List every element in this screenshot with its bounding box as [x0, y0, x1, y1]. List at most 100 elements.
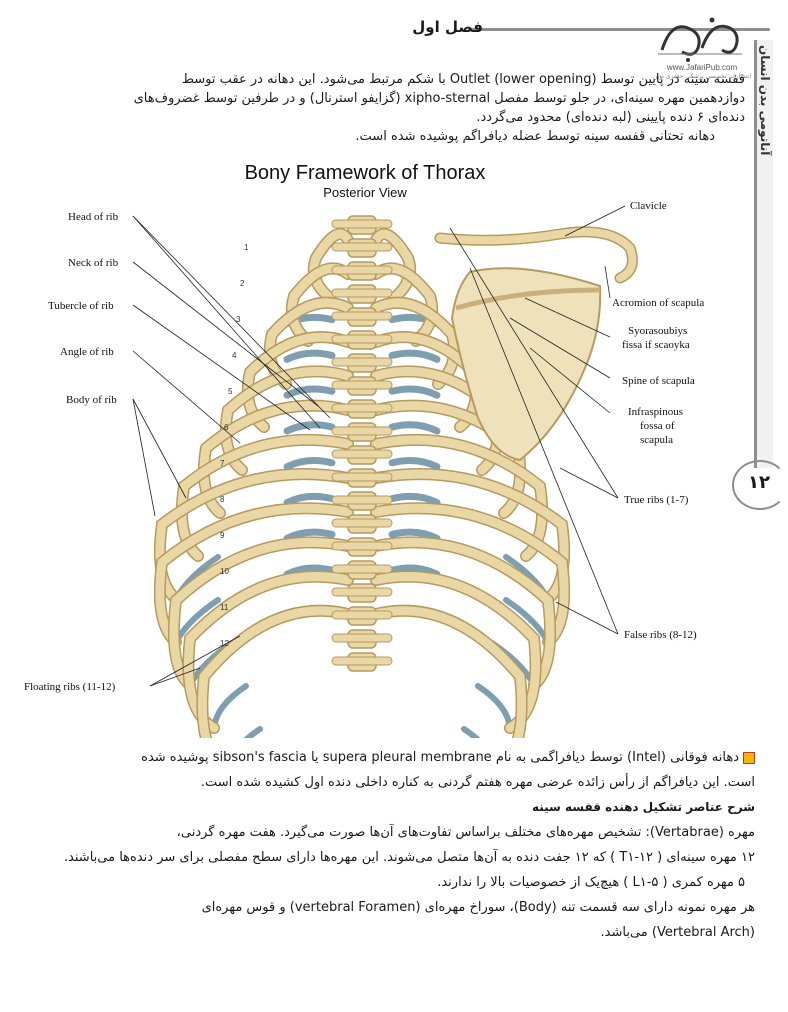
rib	[371, 606, 527, 738]
rib-number: 3	[236, 315, 241, 324]
transverse-process	[331, 633, 393, 643]
transverse-process	[331, 541, 393, 551]
scapula-spine	[455, 287, 601, 311]
rib-number: 7	[220, 459, 225, 468]
label-infraspinous-1: Infraspinous	[628, 406, 683, 418]
label-false-ribs: False ribs (8-12)	[624, 629, 697, 641]
rib	[371, 435, 547, 561]
label-acromion: Acromion of scapula	[612, 297, 704, 309]
paragraph-inlet-cont: است. این دیافراگم از رأس زائده عرضی مهره…	[200, 775, 755, 790]
rib-number: 1	[244, 243, 249, 252]
transverse-process	[331, 449, 393, 459]
thorax-illustration: Head of rib Neck of rib Tubercle of rib …	[24, 200, 704, 738]
section-heading: شرح عناصر تشکیل دهنده قفسه سینه	[531, 800, 755, 814]
costal-cartilage	[461, 726, 481, 738]
intro-line: دهانه تحتانی قفسه سینه توسط عضله دیافراگ…	[355, 129, 715, 144]
label-infraspinous-2: fossa of	[640, 420, 675, 432]
side-tab-title: آناتومی بدن انسان	[758, 45, 772, 156]
label-floating-ribs: Floating ribs (11-12)	[24, 681, 116, 693]
transverse-process	[331, 495, 393, 505]
transverse-process	[331, 242, 393, 252]
costal-cartilage	[475, 683, 513, 731]
rib	[371, 537, 555, 690]
transverse-process	[331, 472, 393, 482]
costal-cartilage	[388, 349, 441, 363]
label-neck-of-rib: Neck of rib	[68, 257, 119, 269]
transverse-process	[331, 265, 393, 275]
transverse-process	[331, 288, 393, 298]
rib-number: 5	[228, 387, 233, 396]
costal-cartilage	[388, 457, 441, 471]
costal-cartilage	[283, 349, 336, 363]
costal-cartilage	[283, 528, 336, 542]
intro-line: دوازدهمین مهره سینه‌ای، در جلو توسط مفصل…	[133, 91, 745, 106]
costal-cartilage	[283, 421, 336, 435]
label-clavicle: Clavicle	[630, 200, 667, 212]
rib-number: 10	[220, 567, 229, 576]
rib	[197, 606, 353, 738]
costal-cartilage	[283, 385, 336, 399]
paragraph-lumbar: ۵ مهره کمری ( L۱-۵ ) هیچ‌یک از خصوصیات ب…	[437, 875, 745, 890]
rib	[169, 537, 353, 690]
transverse-process	[331, 334, 393, 344]
rib	[265, 298, 353, 389]
chapter-title: فصل اول	[412, 18, 483, 36]
rib	[371, 503, 569, 647]
rib-number: 12	[220, 639, 229, 648]
rib	[370, 570, 542, 734]
paragraph-arch: (Vertebral Arch) می‌باشد.	[600, 925, 755, 940]
rib	[309, 229, 353, 303]
costal-cartilage	[388, 528, 441, 542]
costal-cartilage	[283, 564, 336, 578]
text-line: دهانه فوقانی (Intel) توسط دیافراگمی به ن…	[141, 750, 739, 765]
costal-cartilage	[388, 564, 441, 578]
rib-number: 8	[220, 495, 225, 504]
costal-cartilage	[283, 457, 336, 471]
label-head-of-rib: Head of rib	[68, 211, 119, 223]
rib	[155, 503, 353, 647]
costal-cartilage	[243, 726, 263, 738]
side-tab	[754, 40, 773, 468]
costal-cartilage	[388, 421, 441, 435]
rib	[371, 229, 415, 303]
rib	[243, 332, 353, 432]
publisher-url: www.JafariPub.com	[666, 63, 738, 72]
leader-lines	[132, 205, 626, 687]
page-number: ۱۲	[748, 472, 770, 493]
transverse-process	[331, 426, 393, 436]
label-infraspinous-3: scapula	[640, 434, 673, 446]
transverse-process	[331, 587, 393, 597]
intro-line: قفسه سینه در پایین توسط Outlet (lower op…	[181, 72, 745, 87]
publisher-logo-icon	[658, 17, 742, 62]
rib	[370, 604, 528, 738]
costal-cartilage	[388, 492, 441, 507]
transverse-process	[331, 518, 393, 528]
label-spine-of-scapula: Spine of scapula	[622, 375, 695, 387]
rib	[371, 298, 459, 389]
figure-subtitle: Posterior View	[323, 185, 407, 200]
label-body-of-rib: Body of rib	[66, 394, 117, 406]
paragraph-thoracic: ۱۲ مهره سینه‌ای ( T۱-۱۲ ) که ۱۲ جفت دنده…	[63, 850, 755, 865]
rib-number: 9	[220, 531, 225, 540]
intro-line: دنده‌ای ۶ دنده پایینی (لبه دنده‌ای) محدو…	[476, 110, 745, 125]
transverse-process	[331, 656, 393, 666]
rib-number: 11	[220, 603, 229, 612]
rib	[177, 435, 353, 561]
transverse-process	[331, 564, 393, 574]
costal-cartilage	[211, 683, 249, 731]
vertebral-column	[331, 215, 393, 672]
label-supraspinous-2: fissa if scaoyka	[622, 339, 690, 351]
scapula	[450, 267, 602, 462]
rib	[371, 572, 541, 733]
label-angle-of-rib: Angle of rib	[60, 346, 114, 358]
body-text: دهانه فوقانی (Intel) توسط دیافراگمی به ن…	[20, 748, 755, 948]
transverse-process	[331, 219, 393, 229]
intro-paragraph: قفسه سینه در پایین توسط Outlet (lower op…	[20, 70, 745, 146]
costal-cartilage	[283, 492, 336, 507]
rib	[196, 604, 354, 738]
paragraph-vertebrae: مهره (Vertabrae): تشخیص مهره‌های مختلف ب…	[176, 825, 755, 840]
header-rule	[470, 28, 770, 31]
label-tubercle-of-rib: Tubercle of rib	[48, 300, 114, 312]
publisher-subtitle: انتشارات تخصصی پزشکی جعفری نوین	[652, 73, 752, 80]
rib	[183, 572, 353, 733]
